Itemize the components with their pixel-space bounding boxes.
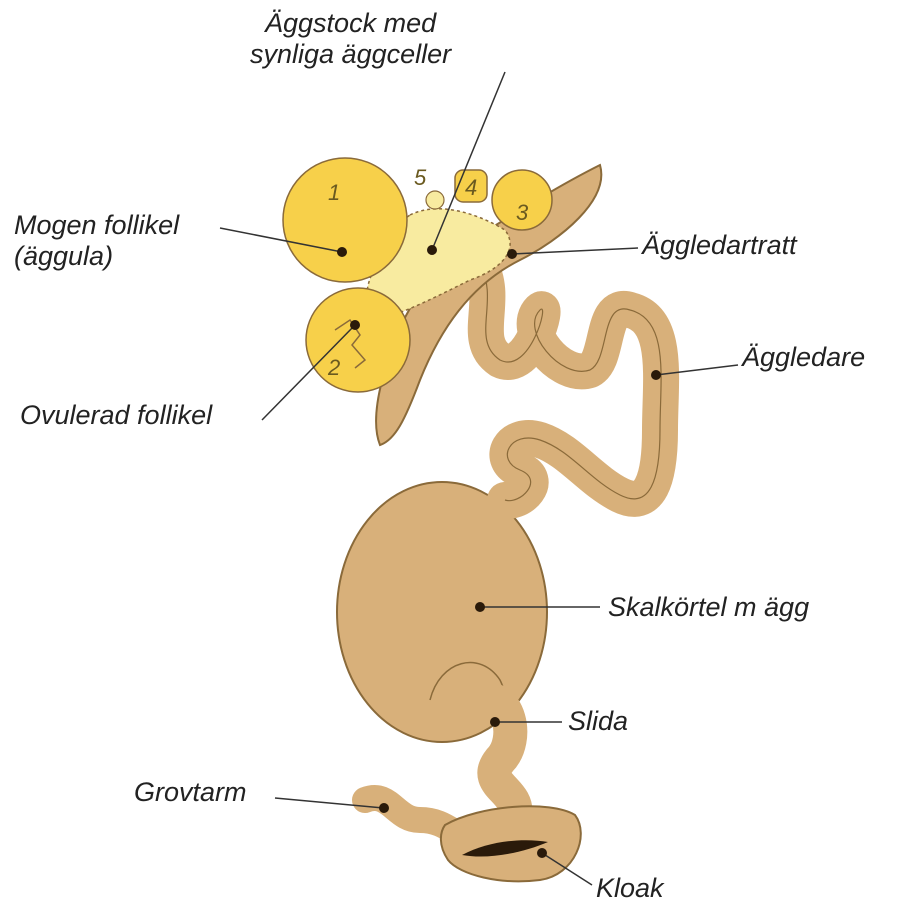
label-cloaca: Kloak	[596, 873, 664, 904]
dot-vagina	[490, 717, 500, 727]
follicle-5	[426, 191, 444, 209]
label-colon: Grovtarm	[134, 777, 247, 808]
label-vagina: Slida	[568, 706, 628, 737]
dot-shell-gland	[475, 602, 485, 612]
dot-colon	[379, 803, 389, 813]
dot-ovulated-follicle	[350, 320, 360, 330]
follicle-number-3: 3	[516, 200, 529, 225]
label-ovary-line2: synliga äggceller	[250, 39, 451, 70]
oviduct-tube	[480, 265, 661, 501]
label-infundibulum: Äggledartratt	[642, 230, 797, 261]
label-shell-gland: Skalkörtel m ägg	[608, 592, 809, 623]
follicle-number-4: 4	[465, 175, 477, 200]
label-mature-follicle-line1: Mogen follikel	[14, 210, 179, 241]
label-mature-follicle: Mogen follikel (äggula)	[14, 210, 179, 272]
dot-ovary	[427, 245, 437, 255]
dot-infundibulum	[507, 249, 517, 259]
follicle-number-5: 5	[414, 165, 427, 190]
follicle-number-2: 2	[327, 355, 340, 380]
dot-oviduct	[651, 370, 661, 380]
label-ovary: Äggstock med synliga äggceller	[250, 8, 451, 70]
follicle-number-1: 1	[328, 180, 340, 205]
dot-cloaca	[537, 848, 547, 858]
follicle-2	[306, 288, 410, 392]
label-oviduct: Äggledare	[742, 342, 865, 373]
label-ovary-line1: Äggstock med	[250, 8, 451, 39]
label-mature-follicle-line2: (äggula)	[14, 241, 179, 272]
dot-mature-follicle	[337, 247, 347, 257]
follicle-1	[283, 158, 407, 282]
label-ovulated-follicle: Ovulerad follikel	[20, 400, 212, 431]
